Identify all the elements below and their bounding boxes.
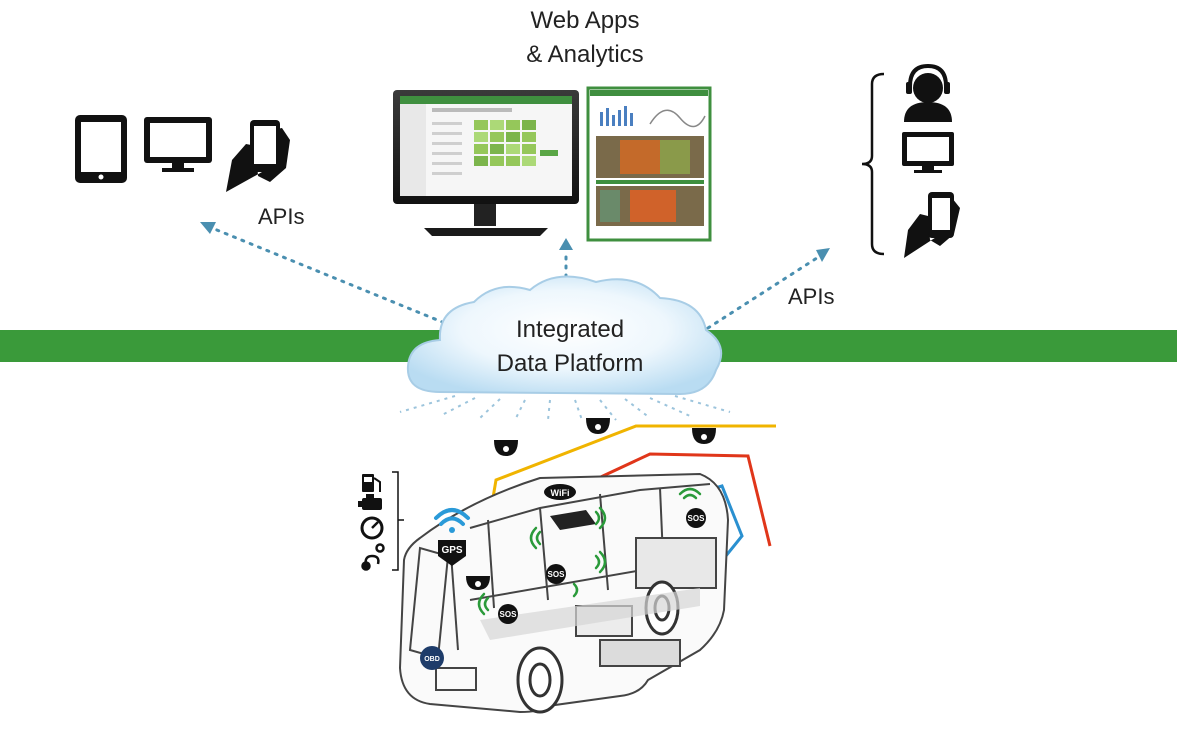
integrated-data-platform-label: Integrated Data Platform <box>440 313 700 381</box>
api-arrow-left <box>210 226 454 328</box>
speedometer-icon <box>360 516 384 540</box>
red-power-line <box>559 452 772 547</box>
wifi-router-icon: WiFi <box>544 484 596 530</box>
hand-phone-icon <box>904 192 960 258</box>
dome-camera-icon <box>466 418 716 590</box>
gps-badge-icon: GPS <box>438 540 466 566</box>
sos-button-icon: SOS <box>498 604 518 624</box>
sos-button-icon: SOS <box>686 508 706 528</box>
engine-icon <box>358 494 382 510</box>
cloud-shape <box>406 275 723 396</box>
wireless-signal-icons <box>477 487 702 616</box>
desktop-monitor-icon <box>144 117 212 172</box>
sensor-group-bracket <box>392 471 404 571</box>
route-location-icon <box>361 543 385 571</box>
svg-text:SOS: SOS <box>548 570 566 579</box>
svg-text:SOS: SOS <box>500 610 518 619</box>
desktop-monitor-icon <box>902 132 954 173</box>
tablet-icon <box>75 115 127 183</box>
bus-illustration <box>398 472 730 714</box>
wifi-label: WiFi <box>551 488 570 498</box>
cloud-label-line-1: Integrated <box>515 316 625 343</box>
gps-label: GPS <box>441 545 462 556</box>
api-arrow-right <box>706 254 822 330</box>
analytics-report-icon <box>586 86 712 242</box>
apis-label-left: APIs <box>258 204 305 229</box>
arrow-heads <box>200 222 830 262</box>
web-apps-line-2: & Analytics <box>526 41 644 68</box>
hand-phone-icon <box>226 120 290 192</box>
fuel-pump-icon <box>362 474 381 492</box>
svg-text:OBD: OBD <box>424 656 440 663</box>
web-apps-title: Web Apps & Analytics <box>470 4 700 72</box>
web-apps-line-1: Web Apps <box>530 7 640 34</box>
user-group-bracket <box>861 72 885 256</box>
signal-rays <box>399 395 731 421</box>
wifi-signal-icon <box>434 508 470 533</box>
bus-floor-shading <box>480 588 700 640</box>
obd-connector-icon: OBD <box>420 646 444 670</box>
sos-button-icon: SOS <box>546 564 566 584</box>
cloud-label-line-2: Data Platform <box>496 350 644 377</box>
svg-text:SOS: SOS <box>688 514 706 523</box>
analytics-monitor-icon <box>393 90 579 236</box>
call-agent-icon <box>904 63 952 122</box>
apis-label-right: APIs <box>788 284 835 309</box>
api-arrows <box>210 226 822 330</box>
